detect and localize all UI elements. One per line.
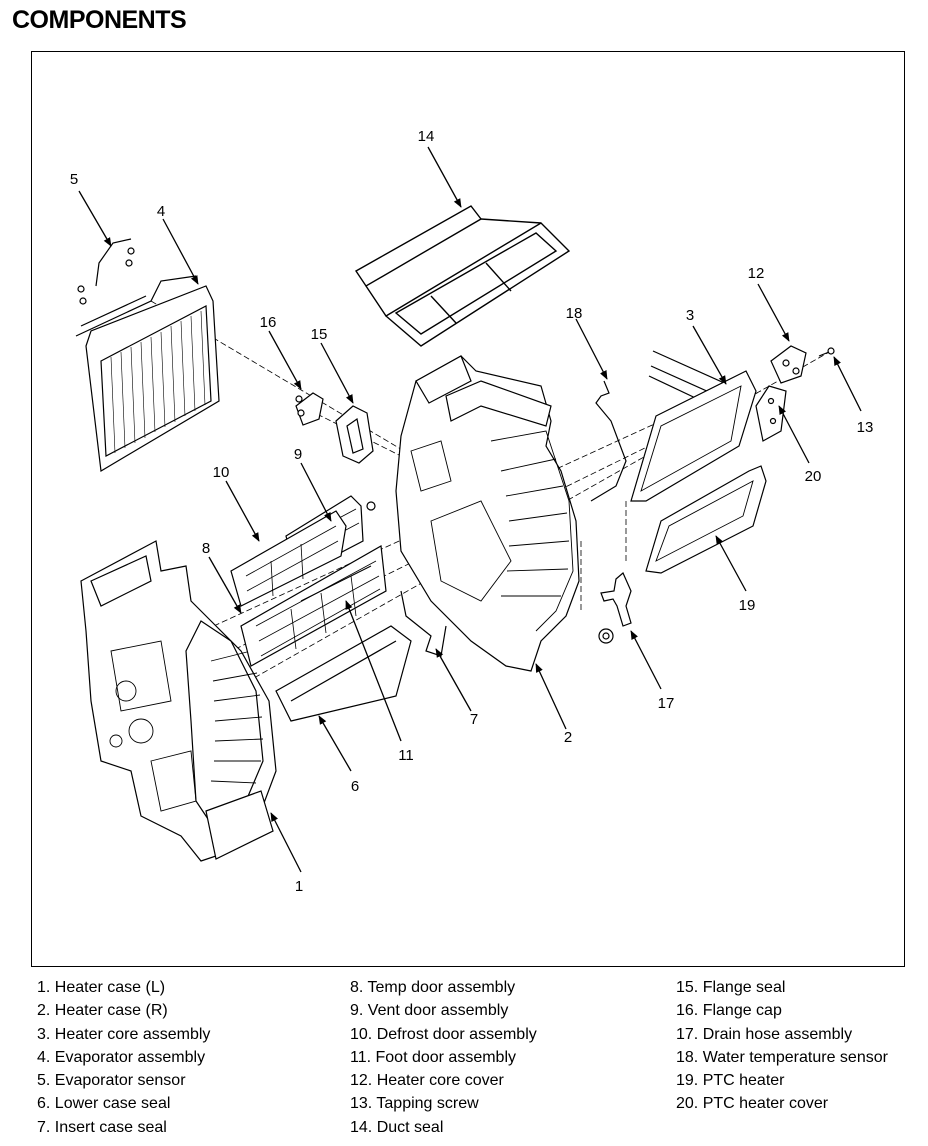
legend-item: 4. Evaporator assembly [37, 1048, 206, 1066]
callout-19: 19 [739, 597, 756, 614]
part-flange-seal [335, 405, 374, 464]
part-heater-core [630, 350, 757, 502]
legend-item: 9. Vent door assembly [350, 1002, 509, 1020]
callout-labels: 1 2 3 4 5 6 7 8 9 10 11 12 13 14 15 16 1… [70, 128, 874, 895]
legend-item: 15. Flange seal [676, 979, 786, 996]
callout-15: 15 [311, 326, 328, 343]
legend-item: 20. PTC heater cover [676, 1095, 829, 1113]
legend-item: 11. Foot door assembly [350, 1048, 517, 1066]
callout-2: 2 [564, 729, 572, 746]
legend-item: 8. Temp door assembly [350, 979, 516, 996]
part-heater-case-right [395, 355, 580, 672]
part-evaporator [75, 275, 220, 472]
part-lower-case-seal [275, 625, 412, 722]
callout-3: 3 [686, 307, 694, 324]
legend-item: 3. Heater core assembly [37, 1025, 211, 1043]
part-drain-hose [598, 572, 632, 644]
callout-17: 17 [658, 695, 675, 712]
legend-item: 10. Defrost door assembly [350, 1025, 537, 1043]
exploded-diagram: 1 2 3 4 5 6 7 8 9 10 11 12 13 14 15 16 1… [31, 51, 905, 967]
part-defrost-door [230, 510, 347, 607]
legend-item: 13. Tapping screw [350, 1095, 479, 1113]
legend-item: 5. Evaporator sensor [37, 1072, 186, 1090]
diagram-drawing: 1 2 3 4 5 6 7 8 9 10 11 12 13 14 15 16 1… [70, 128, 874, 895]
callout-9: 9 [294, 446, 302, 463]
callout-12: 12 [748, 265, 765, 282]
legend-item: 18. Water temperature sensor [676, 1048, 888, 1066]
part-evaporator-sensor [95, 238, 135, 287]
callout-6: 6 [351, 778, 359, 795]
callout-10: 10 [213, 464, 230, 481]
part-foot-door [300, 565, 372, 602]
callout-16: 16 [260, 314, 277, 331]
legend-column-3: 15. Flange seal 16. Flange cap 17. Drain… [676, 976, 888, 1116]
callout-1: 1 [295, 878, 303, 895]
legend-item: 2. Heater case (R) [37, 1002, 168, 1020]
legend-item: 1. Heater case (L) [37, 979, 166, 996]
part-duct-seal [354, 205, 571, 347]
legend-item: 14. Duct seal [350, 1118, 444, 1136]
legend-item: 7. Insert case seal [37, 1118, 167, 1136]
part-ptc-heater [645, 465, 767, 574]
callout-7: 7 [470, 711, 478, 728]
callout-4: 4 [157, 203, 165, 220]
legend-item: 16. Flange cap [676, 1002, 782, 1020]
callout-8: 8 [202, 540, 210, 557]
legend-item: 17. Drain hose assembly [676, 1025, 853, 1043]
part-water-temp-sensor [590, 380, 627, 502]
legend-column-1: 1. Heater case (L) 2. Heater case (R) 3.… [37, 976, 210, 1139]
callout-13: 13 [857, 419, 874, 436]
legend-item: 6. Lower case seal [37, 1095, 171, 1113]
part-tapping-screw [818, 347, 835, 357]
legend-item: 12. Heater core cover [350, 1072, 504, 1090]
legend-column-2: 8. Temp door assembly 9. Vent door assem… [350, 976, 537, 1139]
callout-5: 5 [70, 171, 78, 188]
callout-18: 18 [566, 305, 583, 322]
leader-lines [78, 146, 862, 873]
part-ptc-heater-cover [755, 385, 787, 442]
part-heater-core-cover [770, 345, 807, 384]
page-title: COMPONENTS [12, 6, 187, 34]
callout-20: 20 [805, 468, 822, 485]
part-flange-cap [295, 392, 324, 426]
callout-11: 11 [398, 747, 414, 764]
callout-14: 14 [418, 128, 435, 145]
part-heater-case-left [80, 540, 277, 862]
parts-legend: 1. Heater case (L) 2. Heater case (R) 3.… [0, 976, 928, 1146]
legend-item: 19. PTC heater [676, 1072, 785, 1090]
